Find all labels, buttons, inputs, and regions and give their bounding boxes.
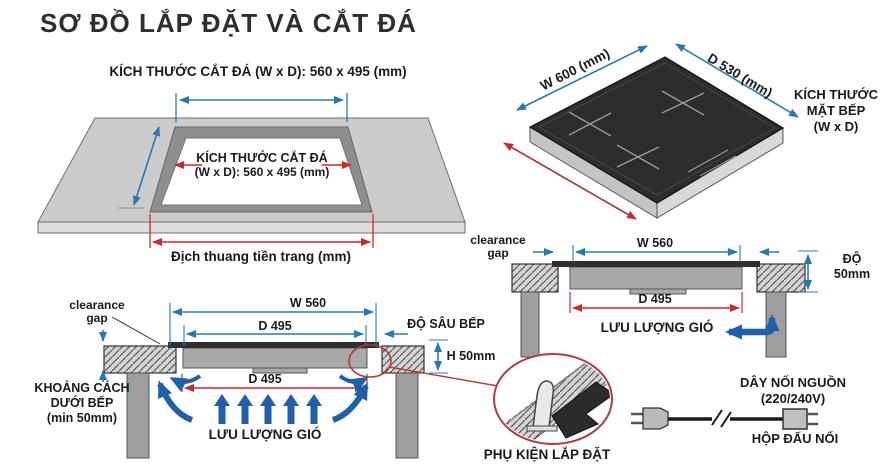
airflow-up-arrows xyxy=(214,394,322,424)
right-clearance-label-line2: gap xyxy=(487,246,509,260)
cutout-bottom-label: Địch thuang tiền trang (mm) xyxy=(171,249,351,264)
left-width-dim-label: W 560 xyxy=(289,296,327,310)
right-width-dim-label: W 560 xyxy=(636,236,674,250)
left-depth-dim-label-bottom: D 495 xyxy=(248,372,282,386)
cutout-inner-label-line2: (W x D): 560 x 495 (mm) xyxy=(194,165,330,179)
hob-height-label: H 50mm xyxy=(446,349,496,363)
right-height-dim-label-line1: ĐỘ xyxy=(842,252,862,266)
left-clearance-label-line1: clearance xyxy=(69,298,125,312)
under-hob-label-line1: KHOẢNG CÁCH xyxy=(34,381,130,395)
right-airflow-label: LƯU LƯỢNG GIÓ xyxy=(600,320,714,335)
power-cord-label-line1: DÂY NỐI NGUỒN xyxy=(740,375,846,390)
page-title: SƠ ĐỒ LẮP ĐẶT VÀ CẮT ĐÁ xyxy=(40,8,417,38)
accessory-detail-drawing xyxy=(493,353,613,445)
cooktop-drawing xyxy=(503,43,799,220)
cutout-countertop-drawing xyxy=(37,93,466,248)
junction-box-label: HỘP ĐẤU NỐI xyxy=(751,431,839,446)
left-depth-dim-label-top: D 495 xyxy=(258,319,292,333)
left-clearance-label-line2: gap xyxy=(86,311,108,325)
power-cord-label-line2: (220/240V) xyxy=(760,391,826,406)
cutout-top-dimension-label: KÍCH THƯỚC CẮT ĐÁ (W x D): 560 x 495 (mm… xyxy=(109,64,407,79)
control-strip xyxy=(687,149,737,177)
cooktop-size-label-line1: KÍCH THƯỚC xyxy=(794,87,878,102)
left-airflow-label: LƯU LƯỢNG GIÓ xyxy=(208,427,322,442)
clip-callout-circle xyxy=(348,344,392,378)
right-clearance-label-line1: clearance xyxy=(470,233,526,247)
side-view-right-drawing xyxy=(511,245,818,358)
accessory-label: PHỤ KIỆN LẮP ĐẶT xyxy=(483,447,611,462)
right-height-dim-label-line2: 50mm xyxy=(833,267,871,281)
power-cord-drawing xyxy=(631,407,818,430)
under-hob-label-line2: DƯỚI BẾP xyxy=(50,396,114,410)
cooktop-size-label-line2: MẶT BẾP xyxy=(806,103,866,118)
side-view-left-drawing xyxy=(99,303,499,459)
under-hob-label-line3: (min 50mm) xyxy=(46,411,118,425)
cooktop-size-label-line3: (W x D) xyxy=(813,119,859,134)
cutout-inner-label-line1: KÍCH THƯỚC CẮT ĐÁ xyxy=(196,151,328,165)
right-depth-dim-label: D 495 xyxy=(638,292,672,306)
depth-of-hob-label: ĐỘ SÂU BẾP xyxy=(407,317,485,331)
